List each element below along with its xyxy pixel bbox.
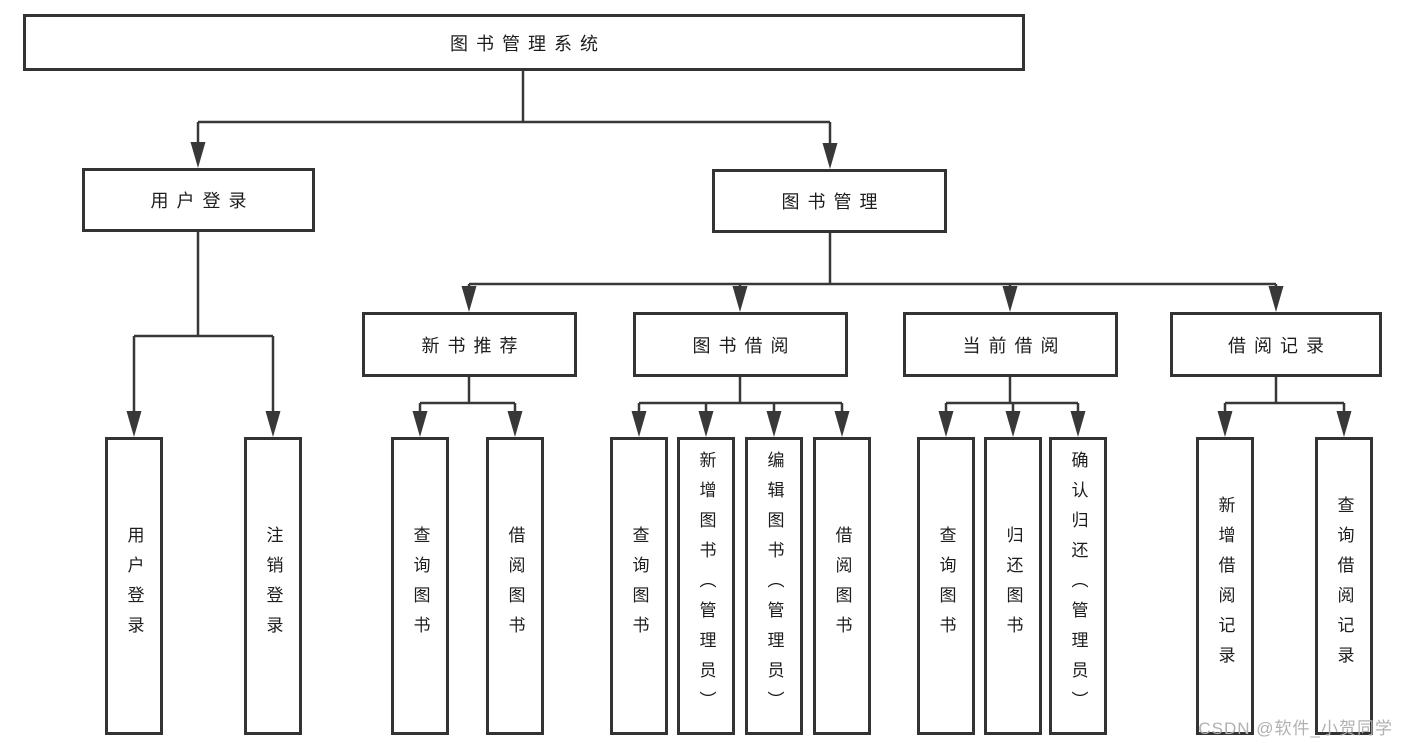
node-label: 借阅图书	[505, 526, 525, 646]
node-label: 归还图书	[1003, 526, 1023, 646]
node-borrow-books-recommend: 借阅图书	[486, 437, 544, 735]
arrowhead-icon	[126, 411, 142, 437]
node-edit-book-admin: 编辑图书（管理员）	[745, 437, 803, 735]
node-label: 当前借阅	[962, 335, 1067, 356]
node-confirm-return-admin: 确认归还（管理员）	[1049, 437, 1107, 735]
node-query-borrow-record: 查询借阅记录	[1315, 437, 1373, 735]
node-current-borrowing: 当前借阅	[903, 312, 1118, 377]
arrowhead-icon	[507, 411, 523, 437]
node-query-books-current: 查询图书	[917, 437, 975, 735]
node-new-book-recommend: 新书推荐	[362, 312, 577, 377]
node-label: 查询借阅记录	[1334, 496, 1354, 676]
node-label: 确认归还（管理员）	[1068, 451, 1088, 721]
node-library-system: 图书管理系统	[23, 14, 1025, 71]
arrowhead-icon	[1268, 286, 1284, 312]
csdn-watermark: CSDN @软件_小贺同学	[1198, 719, 1393, 738]
node-label: 查询图书	[629, 526, 649, 646]
node-logout: 注销登录	[244, 437, 302, 735]
arrowhead-icon	[732, 286, 748, 312]
node-book-borrowing: 图书借阅	[633, 312, 848, 377]
arrowhead-icon	[698, 411, 714, 437]
node-label: 查询图书	[936, 526, 956, 646]
arrowhead-icon	[938, 411, 954, 437]
node-return-book: 归还图书	[984, 437, 1042, 735]
node-login: 用户登录	[105, 437, 163, 735]
arrowhead-icon	[190, 142, 206, 168]
node-label: 借阅图书	[832, 526, 852, 646]
arrowhead-icon	[822, 143, 838, 169]
node-label: 图书管理系统	[450, 33, 606, 54]
arrowhead-icon	[1336, 411, 1352, 437]
node-label: 图书借阅	[692, 335, 797, 356]
node-query-books-recommend: 查询图书	[391, 437, 449, 735]
node-user-login: 用户登录	[82, 168, 315, 232]
node-label: 查询图书	[410, 526, 430, 646]
arrowhead-icon	[631, 411, 647, 437]
node-book-management: 图书管理	[712, 169, 947, 233]
arrowhead-icon	[1070, 411, 1086, 437]
node-borrowing-records: 借阅记录	[1170, 312, 1382, 377]
node-label: 新书推荐	[421, 335, 526, 356]
node-label: 借阅记录	[1228, 335, 1332, 356]
arrowhead-icon	[461, 286, 477, 312]
node-label: 图书管理	[781, 192, 886, 212]
node-query-books-borrow: 查询图书	[610, 437, 668, 735]
node-borrow-books: 借阅图书	[813, 437, 871, 735]
node-label: 注销登录	[263, 526, 283, 646]
node-label: 新增图书（管理员）	[696, 451, 716, 721]
arrowhead-icon	[1002, 286, 1018, 312]
node-label: 用户登录	[124, 526, 144, 646]
node-label: 新增借阅记录	[1215, 496, 1235, 676]
node-add-book-admin: 新增图书（管理员）	[677, 437, 735, 735]
node-add-borrow-record: 新增借阅记录	[1196, 437, 1254, 735]
arrowhead-icon	[412, 411, 428, 437]
arrowhead-icon	[1217, 411, 1233, 437]
arrowhead-icon	[1005, 411, 1021, 437]
node-label: 编辑图书（管理员）	[764, 451, 784, 721]
node-label: 用户登录	[150, 191, 255, 211]
arrowhead-icon	[766, 411, 782, 437]
arrowhead-icon	[834, 411, 850, 437]
arrowhead-icon	[265, 411, 281, 437]
